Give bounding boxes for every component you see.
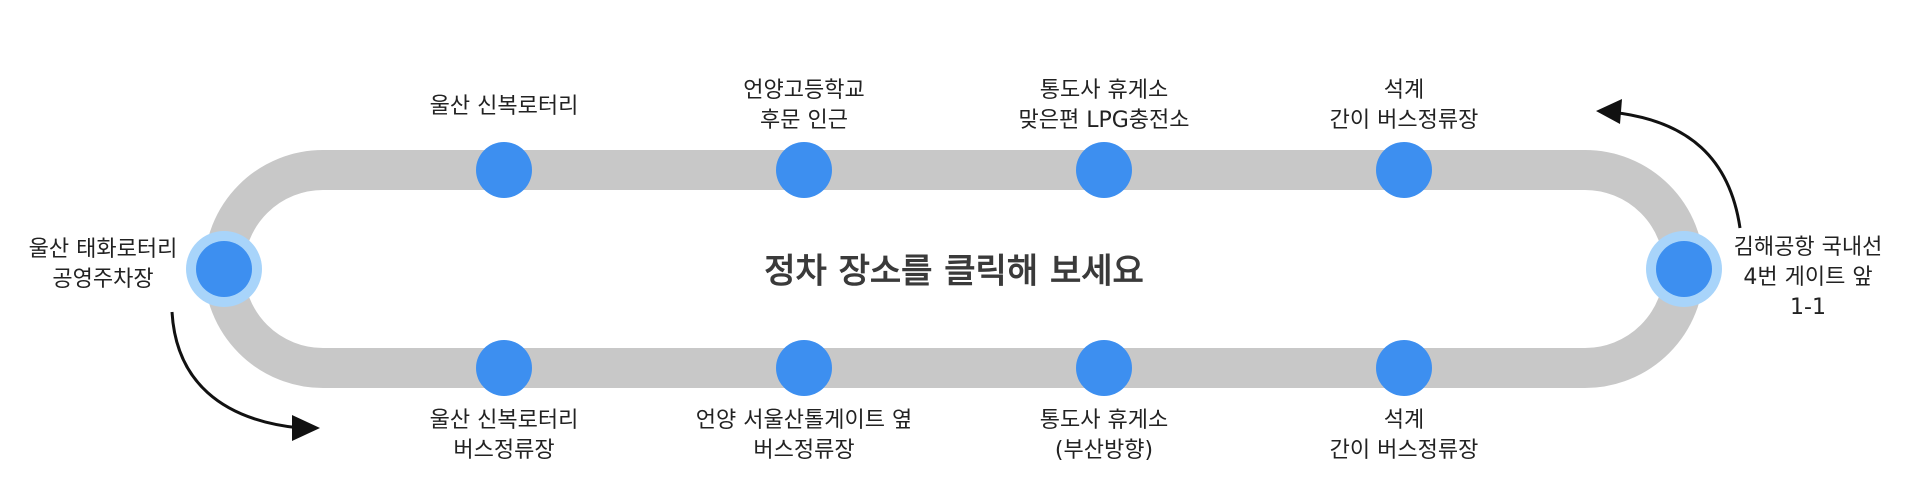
stop-label-bottom-2: 언양 서울산톨게이트 옆 버스정류장	[696, 406, 912, 466]
label-line: (부산방향)	[1054, 438, 1154, 463]
direction-arrow-icon	[170, 311, 301, 430]
stop-bottom-3[interactable]	[1076, 340, 1132, 396]
stop-label-bottom-1: 울산 신복로터리 버스정류장	[430, 406, 579, 466]
label-line: 언양 서울산톨게이트 옆	[695, 408, 913, 433]
label-line: 울산 태화로터리	[28, 237, 178, 262]
arrowhead-icon	[292, 415, 320, 441]
stop-bottom-2[interactable]	[776, 340, 832, 396]
stop-label-bottom-4: 석계 간이 버스정류장	[1330, 406, 1479, 466]
stop-bottom-4[interactable]	[1376, 340, 1432, 396]
label-line: 간이 버스정류장	[1329, 108, 1479, 133]
stop-top-3[interactable]	[1076, 142, 1132, 198]
stop-top-1[interactable]	[476, 142, 532, 198]
label-line: 맞은편 LPG충전소	[1018, 108, 1190, 133]
label-line: 언양고등학교	[743, 78, 865, 103]
stop-top-4[interactable]	[1376, 142, 1432, 198]
label-line: 공영주차장	[52, 267, 154, 292]
stop-label-top-2: 언양고등학교 후문 인근	[743, 76, 864, 136]
stop-label-top-1: 울산 신복로터리	[430, 92, 579, 122]
label-line: 석계	[1383, 408, 1425, 433]
direction-arrow-icon	[1609, 110, 1742, 229]
terminal-stop-right[interactable]	[1646, 231, 1722, 307]
stop-label-top-3: 통도사 휴게소 맞은편 LPG충전소	[1018, 76, 1189, 136]
label-line: 울산 신복로터리	[429, 408, 579, 433]
label-line: 버스정류장	[453, 438, 555, 463]
arrowhead-icon	[1596, 99, 1622, 124]
label-line: 통도사 휴게소	[1039, 408, 1169, 433]
stop-top-2[interactable]	[776, 142, 832, 198]
label-line: 1-1	[1790, 295, 1826, 320]
terminal-label-right: 김해공항 국내선 4번 게이트 앞 1-1	[1720, 233, 1896, 323]
label-line: 후문 인근	[760, 108, 848, 133]
label-line: 석계	[1383, 78, 1425, 103]
label-line: 김해공항 국내선	[1733, 235, 1883, 260]
stop-label-top-4: 석계 간이 버스정류장	[1330, 76, 1479, 136]
terminal-label-left: 울산 태화로터리 공영주차장	[20, 235, 186, 295]
label-line: 4번 게이트 앞	[1743, 265, 1873, 290]
label-line: 통도사 휴게소	[1039, 78, 1169, 103]
page-title: 정차 장소를 클릭해 보세요	[764, 251, 1144, 292]
label-line: 울산 신복로터리	[429, 94, 579, 119]
stop-bottom-1[interactable]	[476, 340, 532, 396]
label-line: 간이 버스정류장	[1329, 438, 1479, 463]
stop-label-bottom-3: 통도사 휴게소 (부산방향)	[1040, 406, 1168, 466]
label-line: 버스정류장	[753, 438, 855, 463]
terminal-stop-left[interactable]	[186, 231, 262, 307]
